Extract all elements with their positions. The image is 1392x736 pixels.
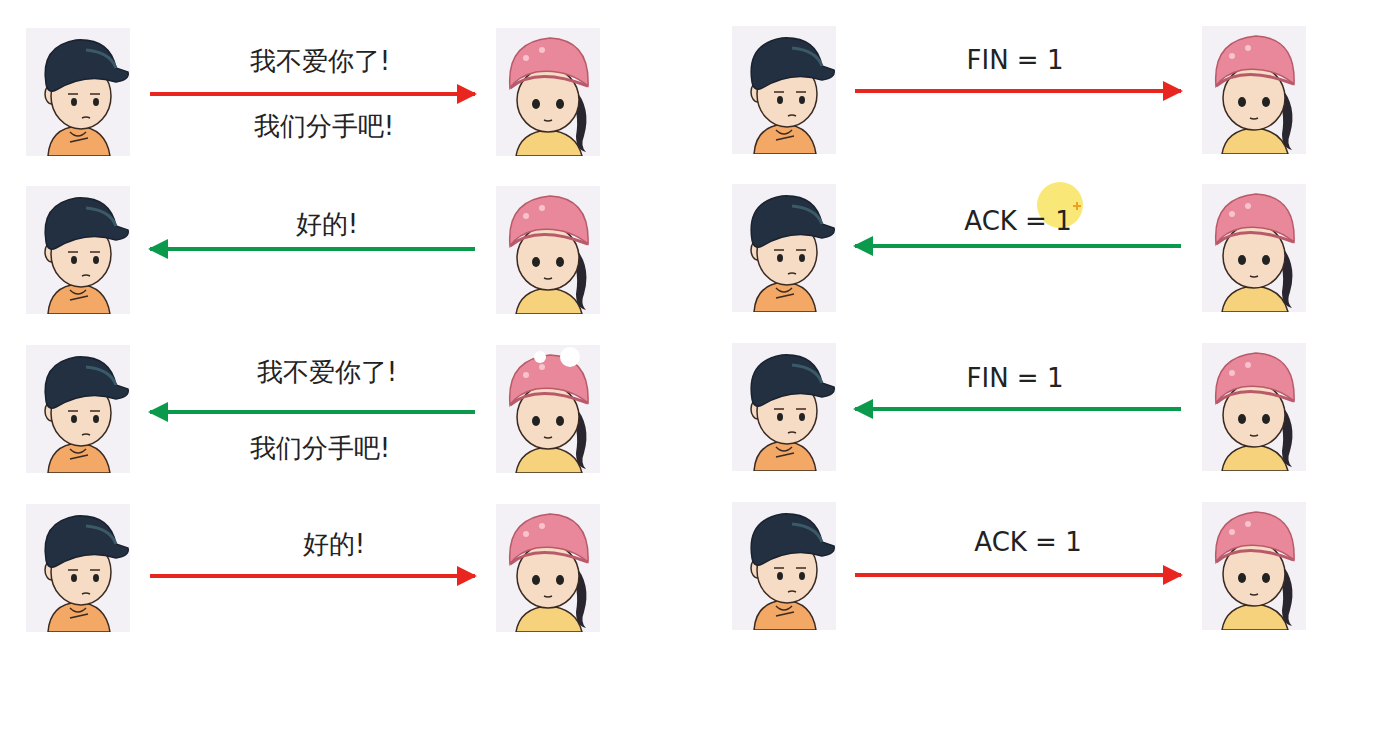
click-dots: [534, 347, 580, 367]
message-label: 我不爱你了!: [250, 46, 390, 77]
message-label: 我们分手吧!: [250, 433, 390, 464]
message-label: 我不爱你了!: [257, 357, 397, 388]
message-label: 好的!: [303, 529, 365, 560]
girl-avatar: [496, 26, 1306, 632]
message-label: ACK = 1: [974, 527, 1081, 558]
message-arrow: [150, 91, 1181, 576]
message-label: ACK = 1: [964, 206, 1071, 237]
message-label: FIN = 1: [967, 363, 1064, 394]
message-label: FIN = 1: [967, 45, 1064, 76]
boy-avatar: [26, 26, 836, 632]
message-label: 好的!: [296, 209, 358, 240]
message-label: 我们分手吧!: [254, 111, 394, 142]
